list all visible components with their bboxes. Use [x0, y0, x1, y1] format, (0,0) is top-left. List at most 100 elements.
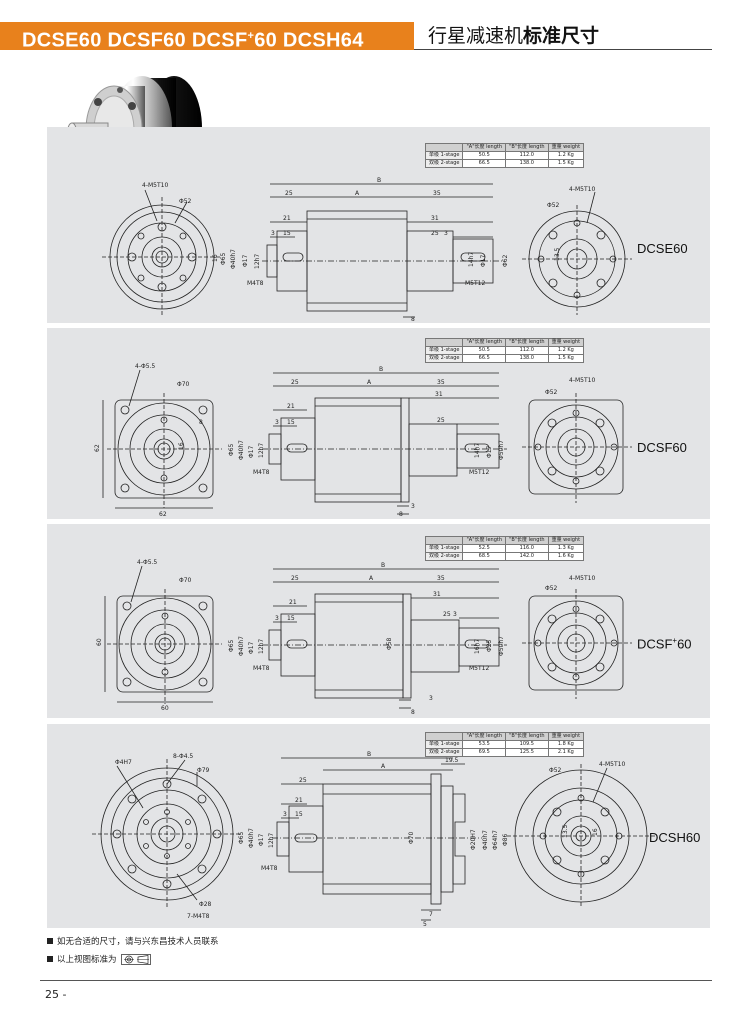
- rear-bolt-label: 4-M5T10: [569, 186, 595, 193]
- front-bottom-dim: 60: [161, 705, 169, 712]
- rear-bolt-label: 4-M5T10: [569, 575, 595, 582]
- drawing-dcsh60: Φ4H7 8-Φ4.5 Φ79 Φ28 7-M4T8 B A 19.5 25 2…: [92, 751, 655, 928]
- dim-b: B: [379, 366, 383, 373]
- front-h-label: Φ4H7: [115, 759, 132, 766]
- rear-pcd-label: Φ52: [549, 767, 562, 774]
- dim-15: 15: [287, 615, 295, 622]
- dia-58: Φ58: [386, 637, 393, 650]
- dim-a: A: [369, 575, 374, 582]
- dim-21: 21: [295, 797, 303, 804]
- front-bolt-label: 8-Φ4.5: [173, 753, 193, 760]
- rear-pcd-label: Φ52: [547, 202, 560, 209]
- front-pcd-label: Φ79: [197, 767, 210, 774]
- model-label-dcsh60: DCSH60: [649, 830, 701, 845]
- dim-15: 15: [287, 419, 295, 426]
- side-body: [314, 397, 402, 503]
- dim-15: 15: [283, 230, 291, 237]
- dim-b: B: [381, 562, 385, 569]
- dim-3b: 3: [444, 230, 448, 237]
- front-bolt-label: 4-M5T10: [142, 182, 168, 189]
- model-label-dcsf60: DCSF60: [637, 440, 687, 455]
- dim-b: B: [367, 751, 371, 758]
- dim-12h7: 12h7: [254, 254, 261, 269]
- dim-12h7: 12h7: [258, 443, 265, 458]
- front-bolt-label: 4-Φ5.5: [135, 363, 155, 370]
- dia-70: Φ70: [408, 831, 415, 844]
- dim-8: 8: [399, 511, 403, 518]
- dim-35: 35: [433, 190, 441, 197]
- note-view-standard: 以上视图标准为: [47, 953, 219, 965]
- dia-62: Φ62: [502, 254, 509, 267]
- dim-25b: 25: [431, 230, 439, 237]
- dim-31: 31: [433, 591, 441, 598]
- dim-31: 31: [431, 215, 439, 222]
- page-header: DCSE60 DCSF60 DCSF+60 DCSH64 行星减速机标准尺寸: [0, 22, 750, 52]
- panel-dcsh60: Φ4H7 8-Φ4.5 Φ79 Φ28 7-M4T8 B A 19.5 25 2…: [47, 724, 710, 928]
- rear-pcd-label: Φ52: [545, 389, 558, 396]
- note-contact: 如无合适的尺寸，请与兴东昌技术人员联系: [47, 935, 219, 947]
- front-pcd-label: Φ52: [179, 198, 192, 205]
- dim-12h7: 12h7: [258, 639, 265, 654]
- tap-out: M5T12: [465, 280, 485, 287]
- dim-a: A: [367, 379, 372, 386]
- dia-20: Φ20H7: [470, 829, 477, 850]
- dia-40: Φ40h7: [238, 440, 245, 460]
- dim-16: 16: [212, 254, 219, 262]
- dim-5: 5: [423, 921, 427, 928]
- header-rule: [414, 49, 712, 50]
- dia-17b: Φ17: [480, 254, 487, 267]
- drawing-dcsf60: 4-Φ5.5 Φ70 62 62 16 8 B A 25 35 21 31 3 …: [94, 363, 632, 518]
- dim-3: 3: [275, 419, 279, 426]
- page-subtitle: 行星减速机标准尺寸: [428, 25, 600, 47]
- dim-b: B: [377, 177, 381, 184]
- dia-86: Φ86: [502, 833, 509, 846]
- page-number: 25 -: [45, 988, 67, 1001]
- dim-195: 19.5: [445, 757, 459, 764]
- dia-64: Φ64h7: [492, 830, 499, 850]
- dim-35: 35: [437, 379, 445, 386]
- dim-31: 31: [435, 391, 443, 398]
- drawing-dcsf-plus60: 4-Φ5.5 Φ70 60 60 B A 25 35 21 31 3 15 25…: [96, 559, 632, 716]
- dia-65: Φ65: [220, 252, 227, 265]
- model-label-dcsf-plus60: DCSF+60: [637, 636, 692, 652]
- dim-21: 21: [289, 599, 297, 606]
- dim-8: 8: [411, 709, 415, 716]
- front-tap-label: 7-M4T8: [187, 913, 210, 920]
- dia-65: Φ65: [228, 639, 235, 652]
- dia-17: Φ17: [258, 833, 265, 846]
- dim-16h7: 16h7: [474, 639, 481, 654]
- dim-7: 7: [429, 911, 433, 918]
- dia-17: Φ17: [248, 445, 255, 458]
- dim-21: 21: [283, 215, 291, 222]
- tap-in: M4T8: [253, 665, 270, 672]
- dia-50: Φ50h7: [498, 440, 505, 460]
- dia-17b: Φ17: [486, 445, 493, 458]
- footer-rule: [40, 980, 712, 981]
- dim-3b: 3: [429, 695, 433, 702]
- dim-16: 16: [178, 442, 185, 450]
- dim-135: 13.5: [554, 247, 561, 261]
- dia-50: Φ50h7: [498, 636, 505, 656]
- dia-40: Φ40h7: [248, 828, 255, 848]
- dim-3: 3: [275, 615, 279, 622]
- front-pcd-label: Φ70: [177, 381, 190, 388]
- dim-25: 25: [291, 575, 299, 582]
- dim-a: A: [381, 763, 386, 770]
- rear-bolt-label: 4-M5T10: [569, 377, 595, 384]
- tap-out: M5T12: [469, 665, 489, 672]
- dim-3: 3: [283, 811, 287, 818]
- dia-40: Φ40h7: [238, 636, 245, 656]
- bullet-square-icon: [47, 956, 53, 962]
- panel-dcsf-plus60: 4-Φ5.5 Φ70 60 60 B A 25 35 21 31 3 15 25…: [47, 524, 710, 718]
